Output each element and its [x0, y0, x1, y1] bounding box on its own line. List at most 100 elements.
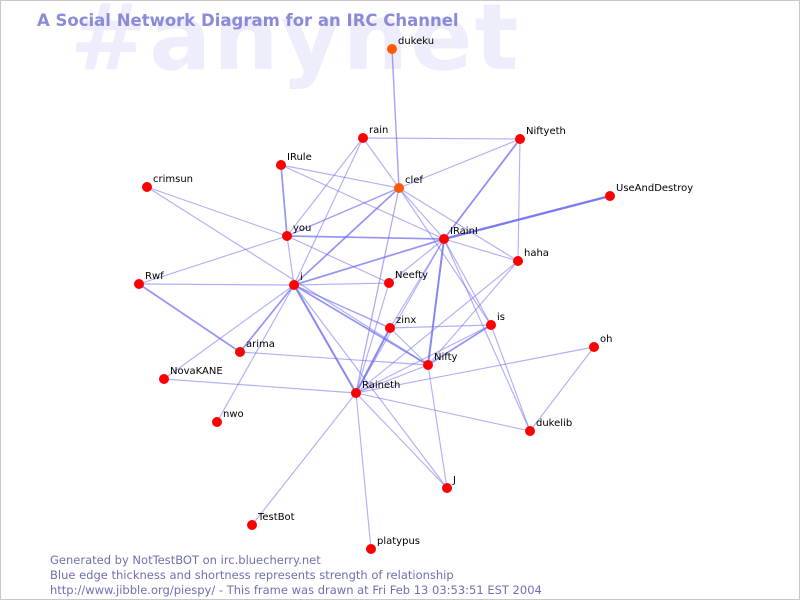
node-nwo[interactable]: nwo [212, 409, 244, 427]
node-TestBot[interactable]: TestBot [247, 512, 295, 530]
edge-i-Neefty [293, 282, 390, 286]
node-dukeku[interactable]: dukeku [387, 36, 434, 54]
edge-Niftyeth-haha [517, 138, 521, 262]
edge-is-dukelib [490, 324, 531, 432]
node-arima[interactable]: arima [235, 339, 275, 357]
footer: Generated by NotTestBOT on irc.bluecherr… [50, 553, 542, 598]
edge-i-zinx [293, 284, 391, 329]
footer-legend-note: Blue edge thickness and shortness repres… [50, 568, 454, 582]
node-Niftyeth[interactable]: Niftyeth [515, 126, 566, 144]
node-dukelib[interactable]: dukelib [525, 418, 572, 436]
footer-url-timestamp: http://www.jibble.org/piespy/ - This fra… [50, 583, 542, 597]
edge-rain-clef [362, 137, 400, 189]
edge-IRule-clef [280, 164, 400, 189]
edge-oh-Raineth [355, 346, 595, 394]
node-Nifty[interactable]: Nifty [423, 352, 458, 370]
node-dot-TestBot[interactable] [247, 520, 257, 530]
edge-Rwf-arima [138, 283, 241, 353]
node-you[interactable]: you [282, 223, 311, 241]
node-crimsun[interactable]: crimsun [142, 174, 193, 192]
node-zinx[interactable]: zinx [385, 315, 416, 333]
node-label-clef: clef [405, 175, 423, 186]
edge-Raineth-platypus [355, 392, 372, 550]
node-clef[interactable]: clef [394, 175, 423, 193]
node-NovaKANE[interactable]: NovaKANE [159, 366, 223, 384]
node-dot-Rwf[interactable] [134, 279, 144, 289]
node-dot-i[interactable] [289, 280, 299, 290]
node-Neefty[interactable]: Neefty [384, 270, 428, 288]
edge-crimsun-you [146, 186, 288, 237]
edge-Nifty-J [427, 364, 448, 489]
node-dot-you[interactable] [282, 231, 292, 241]
node-UseAndDestroy[interactable]: UseAndDestroy [605, 183, 693, 201]
node-rain[interactable]: rain [358, 125, 388, 143]
node-dot-IRainI[interactable] [439, 234, 449, 244]
node-dot-IRule[interactable] [276, 160, 286, 170]
edge-IRainI-i [293, 238, 445, 286]
node-dot-nwo[interactable] [212, 417, 222, 427]
edge-dukeku-clef [391, 48, 400, 189]
node-label-NovaKANE: NovaKANE [170, 366, 223, 377]
edge-layer [138, 48, 612, 550]
node-J[interactable]: J [442, 475, 456, 493]
node-Rwf[interactable]: Rwf [134, 271, 164, 289]
edge-clef-haha [398, 187, 519, 262]
edge-arima-Nifty [239, 351, 429, 366]
node-dot-crimsun[interactable] [142, 182, 152, 192]
node-dot-NovaKANE[interactable] [159, 374, 169, 384]
node-dot-dukelib[interactable] [525, 426, 535, 436]
node-dot-zinx[interactable] [385, 323, 395, 333]
node-platypus[interactable]: platypus [366, 536, 420, 554]
edge-i-NovaKANE [163, 284, 295, 380]
edge-IRainI-is [443, 238, 492, 326]
node-dot-arima[interactable] [235, 347, 245, 357]
node-dot-haha[interactable] [513, 256, 523, 266]
node-dot-J[interactable] [442, 483, 452, 493]
node-dot-Raineth[interactable] [351, 388, 361, 398]
edge-UseAndDestroy-IRainI [442, 194, 612, 241]
edge-i-arima [239, 284, 295, 353]
node-dot-is[interactable] [486, 320, 496, 330]
node-dot-oh[interactable] [589, 342, 599, 352]
node-label-is: is [497, 312, 505, 323]
edge-you-Rwf [138, 235, 288, 285]
node-Raineth[interactable]: Raineth [351, 380, 400, 398]
node-label-Niftyeth: Niftyeth [526, 126, 566, 137]
edge-Nifty-Raineth [355, 364, 429, 394]
node-label-IRainI: IRainI [450, 226, 478, 237]
node-label-Neefty: Neefty [395, 270, 428, 281]
node-dot-Nifty[interactable] [423, 360, 433, 370]
node-oh[interactable]: oh [589, 334, 612, 352]
edge-Neefty-Raineth [355, 282, 390, 394]
node-dot-rain[interactable] [358, 133, 368, 143]
node-dot-Niftyeth[interactable] [515, 134, 525, 144]
node-dot-Neefty[interactable] [384, 278, 394, 288]
node-label-Raineth: Raineth [362, 380, 400, 391]
node-label-arima: arima [246, 339, 275, 350]
node-dot-UseAndDestroy[interactable] [605, 191, 615, 201]
node-label-nwo: nwo [223, 409, 244, 420]
node-label-oh: oh [600, 334, 612, 345]
edge-crimsun-Nifty [146, 186, 429, 366]
edge-you-i [286, 235, 295, 286]
node-label-dukeku: dukeku [398, 36, 434, 47]
node-label-Nifty: Nifty [434, 352, 458, 363]
node-label-you: you [293, 223, 311, 234]
node-label-TestBot: TestBot [257, 512, 295, 523]
node-IRule[interactable]: IRule [276, 152, 312, 170]
node-IRainI[interactable]: IRainI [439, 226, 478, 244]
node-label-Rwf: Rwf [145, 271, 164, 282]
edge-IRainI-Neefty [388, 238, 445, 284]
node-dot-platypus[interactable] [366, 544, 376, 554]
node-is[interactable]: is [486, 312, 505, 330]
edge-zinx-Raineth [355, 327, 391, 394]
edge-IRainI-Raineth [355, 238, 445, 394]
edge-IRule-IRainI [280, 164, 445, 240]
node-dot-clef[interactable] [394, 183, 404, 193]
node-i[interactable]: i [289, 272, 303, 290]
node-label-IRule: IRule [287, 152, 312, 163]
edge-Niftyeth-IRainI [443, 138, 521, 240]
node-label-i: i [300, 272, 303, 283]
node-haha[interactable]: haha [513, 248, 549, 266]
node-dot-dukeku[interactable] [387, 44, 397, 54]
